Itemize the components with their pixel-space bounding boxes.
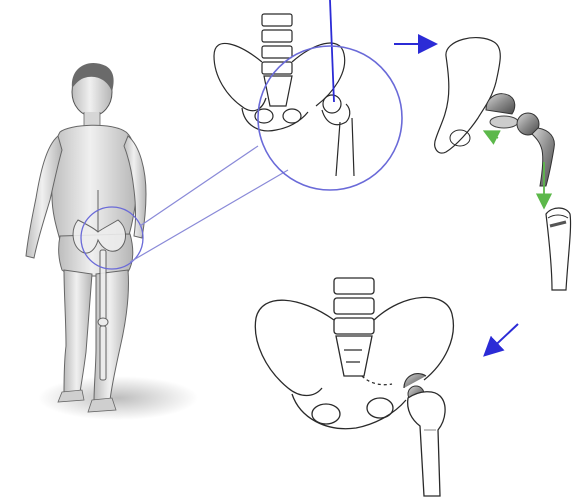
indicator-line bbox=[330, 0, 334, 102]
femur-prepared bbox=[546, 208, 571, 290]
hip-replacement-icon bbox=[255, 278, 453, 496]
figure-leg-left bbox=[64, 270, 92, 394]
figure-torso bbox=[51, 125, 138, 240]
spine bbox=[262, 14, 292, 74]
assembly-arrow-1 bbox=[486, 132, 498, 138]
iliac-wing-left bbox=[214, 43, 266, 110]
implant-liner bbox=[490, 116, 518, 128]
zoom-connector bbox=[130, 146, 288, 262]
human-figure-icon bbox=[26, 63, 198, 420]
spine-lower bbox=[334, 278, 374, 334]
step-arrow-2 bbox=[486, 324, 518, 354]
hip-implant-parts-icon bbox=[435, 38, 571, 290]
half-pelvis bbox=[435, 38, 501, 153]
femur-implanted bbox=[408, 392, 445, 496]
magnifier-circle-icon bbox=[258, 46, 402, 190]
